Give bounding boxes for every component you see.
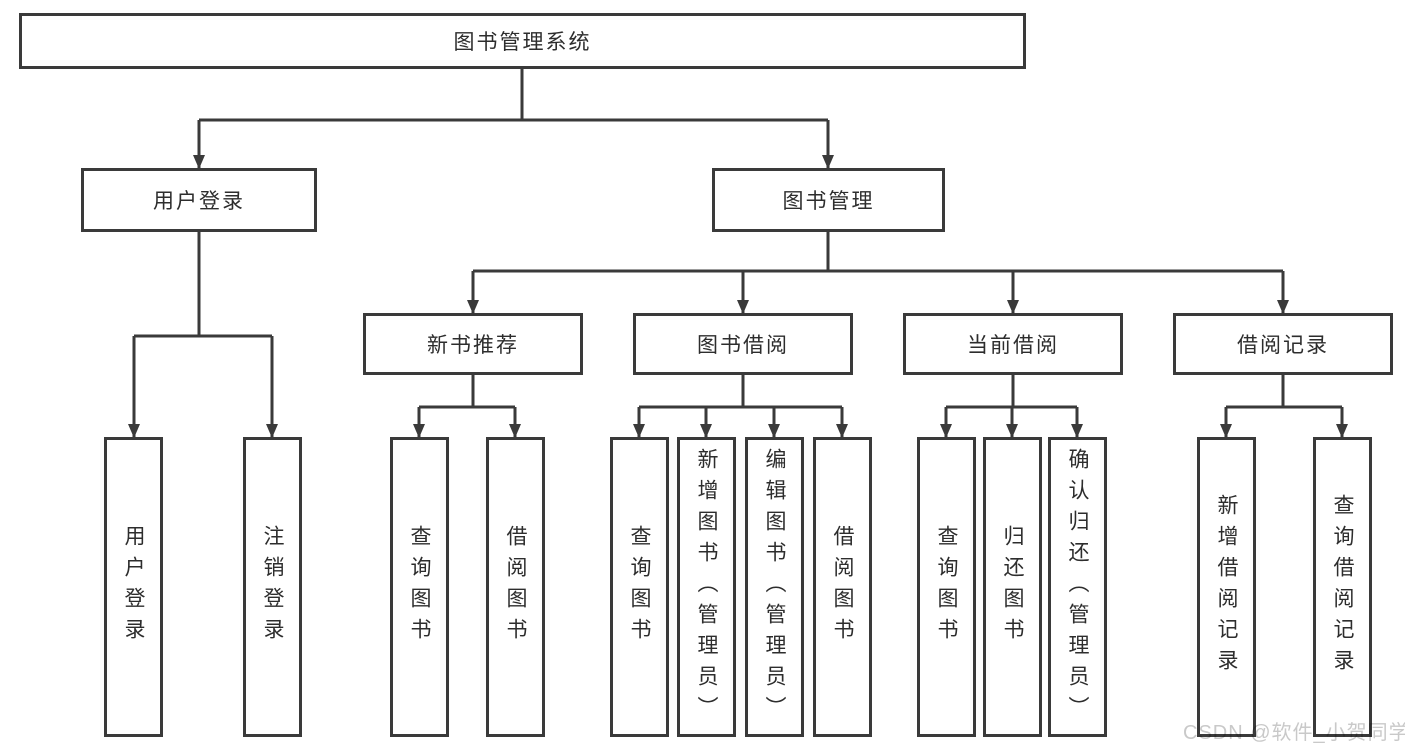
node-book-management-label: 图书管理 bbox=[782, 190, 875, 213]
node-root-library-system: 图书管理系统 bbox=[19, 13, 1026, 69]
node-leaf-current-query-books: 查询图书 bbox=[917, 437, 976, 737]
node-root-label: 图书管理系统 bbox=[453, 31, 592, 54]
node-borrowing-records-label: 借阅记录 bbox=[1237, 334, 1329, 357]
node-leaf-borrow-add-books-admin: 新增图书（管理员） bbox=[677, 437, 736, 737]
node-leaf-records-add-record: 新增借阅记录 bbox=[1197, 437, 1256, 737]
node-leaf-user-login-label: 用户登录 bbox=[122, 525, 145, 649]
node-leaf-borrow-borrow-books: 借阅图书 bbox=[813, 437, 872, 737]
node-leaf-current-confirm-return-admin: 确认归还（管理员） bbox=[1048, 437, 1107, 737]
node-leaf-logout: 注销登录 bbox=[243, 437, 302, 737]
node-user-login: 用户登录 bbox=[81, 168, 317, 232]
node-new-book-recommend-label: 新书推荐 bbox=[427, 334, 519, 357]
csdn-watermark: CSDN @软件_小贺同学 bbox=[1183, 722, 1405, 744]
node-new-book-recommend: 新书推荐 bbox=[363, 313, 583, 375]
node-leaf-newbook-query-books-label: 查询图书 bbox=[408, 525, 431, 649]
node-book-borrowing-label: 图书借阅 bbox=[697, 334, 789, 357]
node-leaf-borrow-query-books-label: 查询图书 bbox=[628, 525, 651, 649]
node-leaf-borrow-borrow-books-label: 借阅图书 bbox=[831, 525, 854, 649]
node-current-borrowing-label: 当前借阅 bbox=[967, 334, 1059, 357]
node-leaf-records-query-record-label: 查询借阅记录 bbox=[1331, 494, 1354, 680]
node-leaf-borrow-edit-books-admin: 编辑图书（管理员） bbox=[745, 437, 804, 737]
node-leaf-current-return-books: 归还图书 bbox=[983, 437, 1042, 737]
node-leaf-borrow-edit-books-admin-label: 编辑图书（管理员） bbox=[763, 447, 786, 727]
node-leaf-current-query-books-label: 查询图书 bbox=[935, 525, 958, 649]
node-book-borrowing: 图书借阅 bbox=[633, 313, 853, 375]
node-current-borrowing: 当前借阅 bbox=[903, 313, 1123, 375]
node-borrowing-records: 借阅记录 bbox=[1173, 313, 1393, 375]
node-leaf-records-query-record: 查询借阅记录 bbox=[1313, 437, 1372, 737]
node-leaf-user-login: 用户登录 bbox=[104, 437, 163, 737]
node-leaf-newbook-query-books: 查询图书 bbox=[390, 437, 449, 737]
node-book-management: 图书管理 bbox=[712, 168, 945, 232]
node-user-login-label: 用户登录 bbox=[153, 190, 245, 213]
node-leaf-borrow-add-books-admin-label: 新增图书（管理员） bbox=[695, 447, 718, 727]
node-leaf-newbook-borrow-books: 借阅图书 bbox=[486, 437, 545, 737]
node-leaf-newbook-borrow-books-label: 借阅图书 bbox=[504, 525, 527, 649]
node-leaf-logout-label: 注销登录 bbox=[261, 525, 284, 649]
node-leaf-current-confirm-return-admin-label: 确认归还（管理员） bbox=[1066, 447, 1089, 727]
node-leaf-records-add-record-label: 新增借阅记录 bbox=[1215, 494, 1238, 680]
node-leaf-borrow-query-books: 查询图书 bbox=[610, 437, 669, 737]
node-leaf-current-return-books-label: 归还图书 bbox=[1001, 525, 1024, 649]
